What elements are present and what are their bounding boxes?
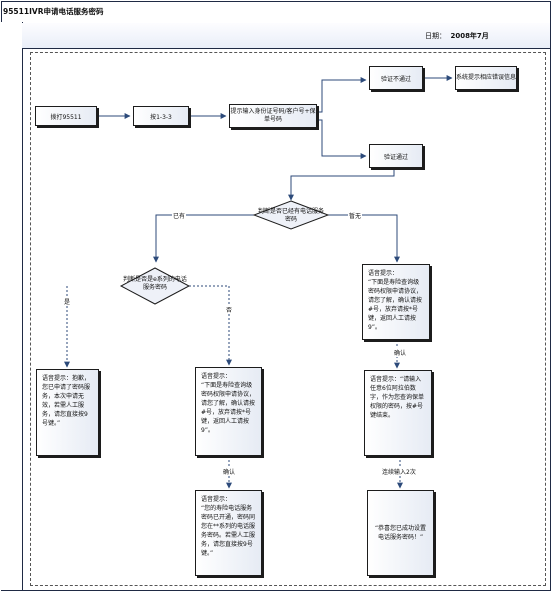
node-call: 拨打95511 (35, 106, 97, 126)
node-voice-mid: 语音提示： “下面是寿险查询级密码权限申请协议，请您了解，确认请按#号，放弃请按… (195, 367, 262, 456)
node-call-label: 拨打95511 (50, 113, 82, 121)
node-press: 按1-3-3 (133, 106, 189, 126)
node-fail-label: 验证不通过 (380, 75, 411, 83)
edge-none (328, 214, 400, 263)
node-fail: 验证不通过 (369, 66, 423, 90)
page-title: 95511IVR申请电话服务密码 (3, 7, 104, 16)
node-voice-right: 语音提示： “下面是寿险查询级密码权限申请协议，请您了解，确认请按#号，放弃请按… (362, 264, 430, 340)
node-pass-label: 验证通过 (383, 153, 408, 161)
diamond-series (119, 267, 191, 305)
node-prompt-input: 提示输入身份证号码/客户号+保单号码 (229, 104, 317, 128)
node-success-label: “恭喜您已成功设置电话服务密码！” (374, 525, 427, 541)
date-band (22, 23, 550, 49)
node-success: “恭喜您已成功设置电话服务密码！” (367, 490, 434, 576)
edge-prompt-pass (318, 119, 367, 159)
edge-no (189, 285, 232, 366)
swimlane-header (1, 22, 23, 590)
node-voice-right-input: 语音提示：“请输入任意6位阿拉伯数字，作为您查询保单权限的密码，按#号键结束。 (364, 370, 432, 456)
judge-has-pwd-text: 判断是否已经有电话服务密码 (257, 208, 324, 223)
edge-pass-judge (288, 168, 395, 201)
edge-label-twice: 连续输入2次 (381, 467, 417, 476)
node-prompt-input-label: 提示输入身份证号码/客户号+保单号码 (230, 108, 316, 123)
lane-outline (30, 52, 546, 586)
date-value: 2008年7月 (450, 32, 489, 40)
edge-label-has: 已有 (172, 211, 187, 220)
diamond-has-pwd (252, 200, 330, 230)
node-voice-left: 语音提示：抱歉，您已申请了密码服务，本次申请无效，若需人工服务，请您直接按9号键… (36, 369, 99, 456)
node-voice-mid-done: 语音提示： “您的寿险电话服务密码已开通，密码同您在**系列的电话服务密码。若需… (195, 490, 262, 576)
node-sys-error: 系统提示相应错误信息 (455, 66, 517, 90)
edge-label-yes: 是 (63, 297, 72, 306)
node-pass: 验证通过 (369, 144, 423, 168)
edge-label-no: 否 (225, 305, 234, 314)
node-press-label: 按1-3-3 (150, 113, 172, 121)
date-label: 日期： (425, 32, 446, 40)
node-sys-error-label: 系统提示相应错误信息 (456, 74, 517, 81)
edge-label-confirm-mid: 确认 (222, 467, 237, 476)
edge-label-confirm-right: 确认 (393, 348, 408, 357)
edge-prompt-fail (318, 77, 367, 113)
date-text: 日期： 2008年7月 (425, 31, 489, 41)
judge-series-text: 判断是否是e系列的电话服务密码 (123, 276, 187, 291)
edge-label-none: 暂无 (348, 211, 363, 220)
edge-has (153, 214, 254, 263)
